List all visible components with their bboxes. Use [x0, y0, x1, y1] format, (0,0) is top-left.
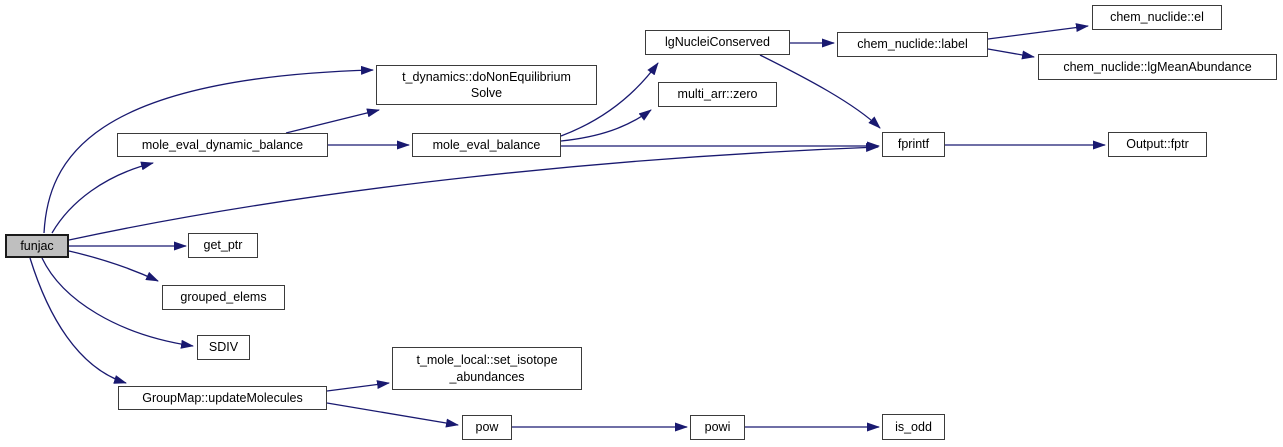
edge-funjac-to-sdiv [41, 257, 194, 349]
node-groupmap-updatemolecules[interactable]: GroupMap::updateMolecules [118, 386, 327, 410]
edge-funjac-to-grouped-elems [68, 250, 159, 282]
node-chem-nuclide-lgmeanabundance[interactable]: chem_nuclide::lgMeanAbundance [1038, 54, 1277, 80]
edge-mole-eval-balance-to-lgnucleiconserved [560, 62, 659, 137]
node-pow[interactable]: pow [462, 415, 512, 440]
node-t-mole-local-set-isotope-abundances[interactable]: t_mole_local::set_isotope _abundances [392, 347, 582, 390]
edge-funjac-to-groupmap-updatemolecules [29, 257, 127, 384]
node-sdiv[interactable]: SDIV [197, 335, 250, 360]
node-chem-nuclide-label[interactable]: chem_nuclide::label [837, 32, 988, 57]
node-chem-nuclide-el[interactable]: chem_nuclide::el [1092, 5, 1222, 30]
edge-funjac-to-t-dynamics [43, 65, 374, 234]
edge-chem-nuclide-label-to-lgmeanabundance [987, 48, 1035, 60]
edge-mole-eval-dynamic-balance-to-t-dynamics [285, 108, 380, 134]
node-lgnucleiconserved[interactable]: lgNucleiConserved [645, 30, 790, 55]
edge-groupmap-to-pow [326, 402, 459, 428]
node-mole-eval-balance[interactable]: mole_eval_balance [412, 133, 561, 157]
edge-funjac-to-fprintf [68, 142, 879, 241]
node-mole-eval-dynamic-balance[interactable]: mole_eval_dynamic_balance [117, 133, 328, 157]
node-powi[interactable]: powi [690, 415, 745, 440]
node-get-ptr[interactable]: get_ptr [188, 233, 258, 258]
node-multi-arr-zero[interactable]: multi_arr::zero [658, 82, 777, 107]
node-output-fptr[interactable]: Output::fptr [1108, 132, 1207, 157]
edge-lgnucleiconserved-to-fprintf [759, 54, 881, 129]
node-funjac[interactable]: funjac [5, 234, 69, 258]
node-fprintf[interactable]: fprintf [882, 132, 945, 157]
node-t-dynamics-dononequilibriumsolve[interactable]: t_dynamics::doNonEquilibrium Solve [376, 65, 597, 105]
node-is-odd[interactable]: is_odd [882, 414, 945, 440]
edge-mole-eval-balance-to-multi-arr-zero [560, 109, 652, 142]
edge-chem-nuclide-label-to-chem-nuclide-el [987, 23, 1089, 40]
edge-groupmap-to-set-isotope-abundances [326, 380, 390, 392]
edge-funjac-to-mole-eval-dynamic-balance [51, 161, 154, 234]
node-grouped-elems[interactable]: grouped_elems [162, 285, 285, 310]
